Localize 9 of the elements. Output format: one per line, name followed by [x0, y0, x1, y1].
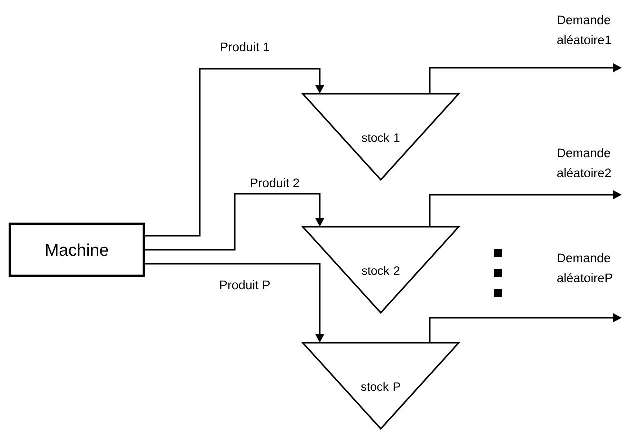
edge-label: Produit P	[220, 280, 270, 290]
edge-label: Demande aléatoire1	[558, 15, 612, 45]
edge-label: Produit 1	[221, 42, 270, 52]
machine-box: Machine	[8, 222, 146, 278]
arrow	[145, 193, 325, 251]
edge-label: Demande aléatoireP	[558, 253, 612, 283]
arrow	[145, 68, 325, 237]
edge-label: Produit 2	[251, 178, 300, 188]
edge-label: Demande aléatoire2	[558, 148, 612, 178]
